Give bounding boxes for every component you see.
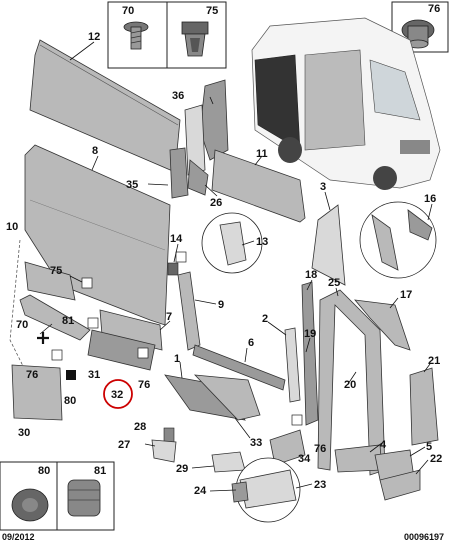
part-9-pillar [177,271,201,351]
part-3-trim [311,204,346,286]
callout-17: 17 [400,289,412,301]
clip-75-icon [181,21,209,57]
callout-81: 81 [62,315,74,327]
callout-75b: 75 [50,265,62,277]
part-81-arch [19,294,91,341]
callout-21: 21 [428,355,440,367]
callout-6: 6 [248,337,254,349]
callout-3: 3 [320,181,326,193]
fastener-box-70-75 [107,1,227,69]
callout-33: 33 [250,437,262,449]
callout-23: 23 [314,479,326,491]
callout-9: 9 [218,299,224,311]
part-30-panel [11,364,63,421]
callout-13: 13 [256,236,268,248]
callout-76: 76 [428,3,440,15]
callout-18: 18 [305,269,317,281]
callout-26: 26 [210,197,222,209]
marker-square-icon [66,370,76,380]
callout-35: 35 [126,179,138,191]
callout-70b: 70 [16,319,28,331]
screw-70-icon [123,21,149,50]
callout-12: 12 [88,31,100,43]
part-29-fitting [211,451,246,473]
callout-27: 27 [118,439,130,451]
callout-4: 4 [380,439,387,451]
callout-16: 16 [424,193,436,205]
part-32-highlight [103,379,133,409]
grommet-81-icon [67,479,101,517]
callout-70: 70 [122,5,134,17]
part-14-clip [167,262,179,276]
fastener-box-80-81 [0,461,115,531]
part-35-mount [169,147,189,199]
callout-80b: 80 [38,465,50,477]
callout-7: 7 [166,311,172,323]
part-11-strip [211,149,306,223]
part-22-rail [379,469,421,501]
part-27-fitting [151,439,177,463]
part-17-bracket [354,299,411,351]
callout-2: 2 [262,313,268,325]
callout-76b: 76 [26,369,38,381]
callout-34: 34 [298,453,311,465]
grommet-76-icon [401,19,435,49]
footer-date: 09/2012 [2,532,35,542]
leader-lines [39,41,433,492]
part-6-rail [192,344,286,391]
callout-1: 1 [174,353,180,365]
callout-14: 14 [170,233,183,245]
callout-76d: 76 [314,443,326,455]
part-36-bracket [184,79,229,176]
part-21-bracket [409,367,439,446]
part-25-door-frame [317,289,386,476]
part-8-main-panel [24,144,171,326]
detail-circle-23 [231,457,301,523]
part-34-rail [269,429,306,466]
part-7-panel [87,309,163,371]
callout-80: 80 [64,395,76,407]
part-26-mount [187,159,209,196]
callout-81b: 81 [94,465,106,477]
callout-24: 24 [194,485,207,497]
cross-marker-icon [37,332,49,344]
callout-36: 36 [172,90,184,102]
callout-76c: 76 [138,379,150,391]
callout-labels: 70 75 76 12 36 11 8 35 26 13 3 16 10 14 … [6,3,442,497]
callout-20: 20 [344,379,356,391]
part-1-tray [164,374,261,421]
callout-29: 29 [176,463,188,475]
part-2-pillar [284,327,301,403]
marker-boxes [51,251,303,426]
callout-75: 75 [206,5,218,17]
plug-80-icon [11,488,49,522]
part-18-pillar [301,281,319,426]
part-4-rail [334,444,383,473]
part-12-upper-panel [29,39,181,173]
callout-25: 25 [328,277,340,289]
detail-circle-16 [359,201,437,279]
footer-reference: 00096197 [404,532,444,542]
callout-28: 28 [134,421,146,433]
callout-5: 5 [426,441,432,453]
callout-19: 19 [304,328,316,340]
callout-10: 10 [6,221,18,233]
van-illustration [251,17,441,190]
callout-22: 22 [430,453,442,465]
part-28-fitting [163,427,175,443]
callout-30: 30 [18,427,30,439]
callout-32: 32 [111,389,123,401]
detail-circle-13 [201,212,263,274]
callout-11: 11 [256,148,268,160]
callout-8: 8 [92,145,98,157]
callout-31: 31 [88,369,100,381]
